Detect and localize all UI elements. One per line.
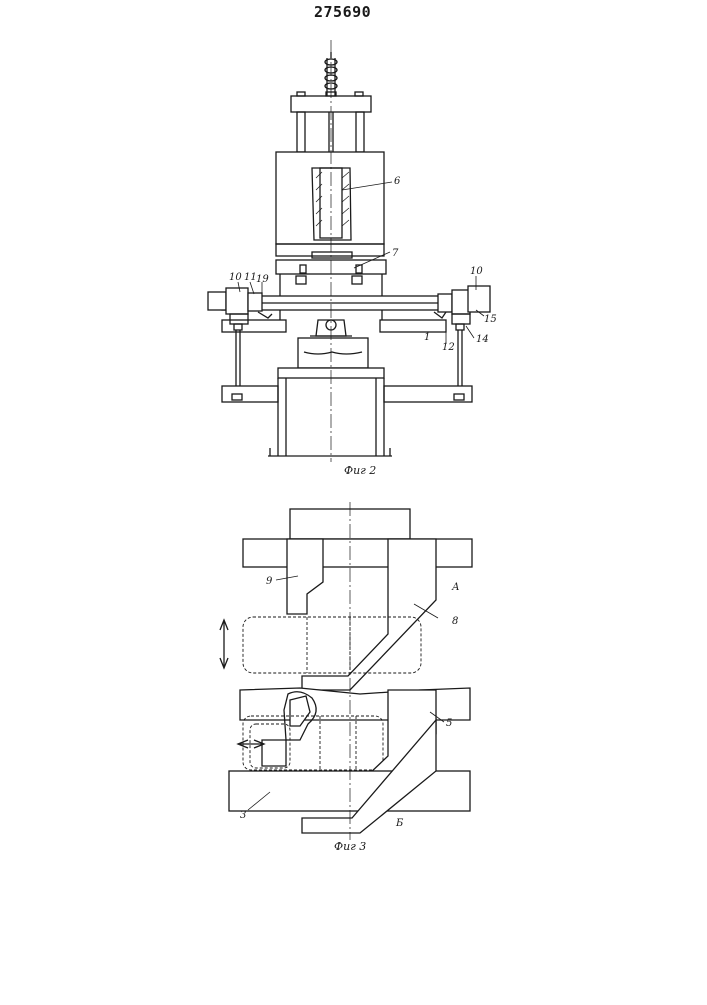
- punch-9: [287, 539, 323, 614]
- label-6: 6: [394, 176, 401, 187]
- top-die-blocks: [243, 509, 472, 567]
- label-11: 11: [244, 272, 257, 283]
- figure-2-caption: Фиг 2: [344, 464, 376, 477]
- figure-3-caption: Фиг 3: [334, 840, 366, 853]
- base-block-3: [229, 771, 470, 811]
- label-10-right: 10: [470, 266, 483, 277]
- horizontal-motion-arrow: [238, 740, 264, 748]
- label-9: 9: [266, 576, 273, 587]
- vertical-motion-arrow: [220, 620, 228, 668]
- lower-frame: [222, 368, 472, 456]
- label-19: 19: [256, 274, 269, 285]
- label-5: 5: [446, 718, 452, 729]
- left-actuator-unit: [208, 288, 272, 392]
- upper-press-block: [276, 152, 384, 258]
- label-8: 8: [452, 616, 458, 627]
- figure-3: 9 А 8 5 3 Б Фиг 3: [220, 502, 472, 853]
- die-clamp: [298, 320, 368, 368]
- label-a: А: [451, 582, 460, 593]
- label-7: 7: [392, 248, 399, 259]
- label-12: 12: [442, 342, 455, 353]
- label-b: Б: [395, 818, 404, 829]
- label-14: 14: [476, 334, 489, 345]
- label-15: 15: [484, 314, 497, 325]
- label-3: 3: [240, 810, 246, 821]
- label-1: 1: [424, 332, 430, 343]
- figure-2: 6 7 10 11 19 10 15 14 12 1 Фиг 2: [208, 40, 497, 477]
- patent-number: 275690: [314, 3, 371, 21]
- label-10-left: 10: [229, 272, 242, 283]
- lower-workpieces: [243, 716, 383, 770]
